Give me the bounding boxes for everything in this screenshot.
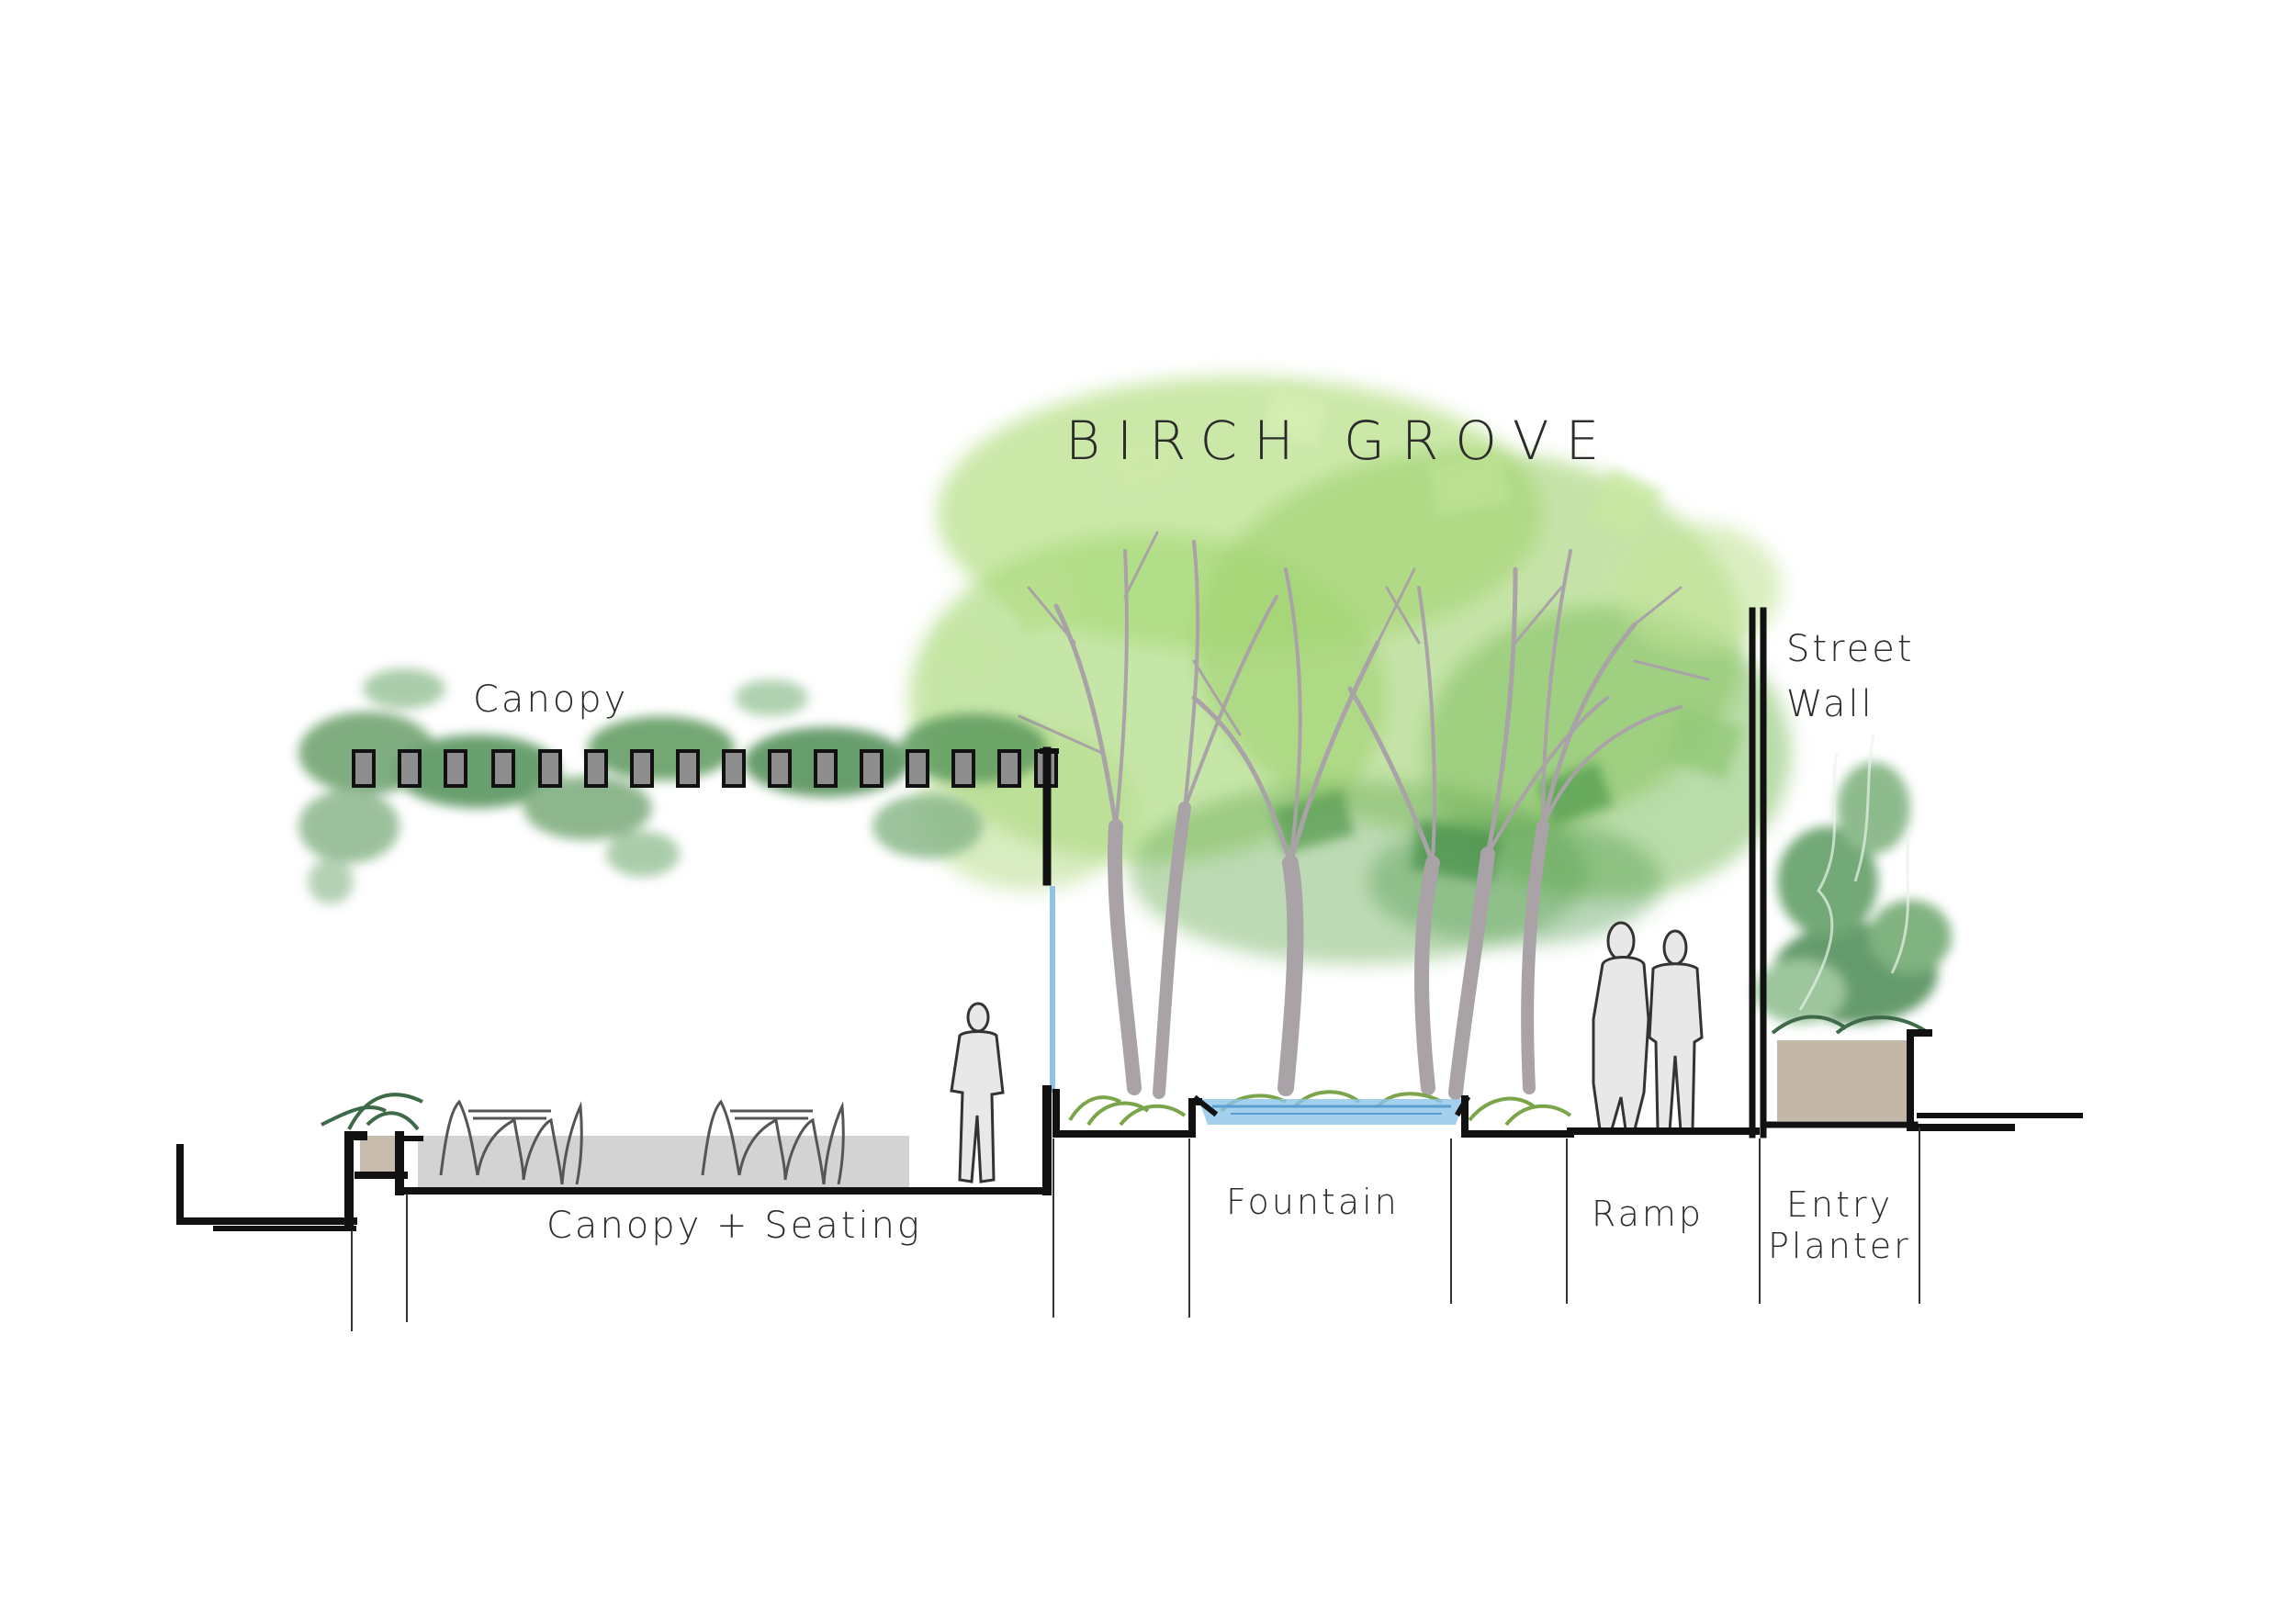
dimension-lines [351,1127,1920,1331]
section-cut-lines [176,607,2083,1231]
entry-planter-label-line1: Entry [1786,1184,1893,1225]
water-curtain [1050,886,1055,1093]
left-planter [321,1093,423,1172]
fountain-label: Fountain [1226,1182,1400,1222]
person-man [1648,929,1704,1133]
table-chair-set-2 [701,1099,845,1185]
entry-planter-label-line2: Planter [1768,1226,1911,1266]
birch-trees [1018,531,1710,1100]
person-woman [1592,921,1650,1131]
birch-grove-label: BIRCH GROVE [1065,409,1615,472]
table-chair-set-1 [439,1099,583,1185]
street-wall-label-line2: Wall [1786,683,1874,725]
person-standing [950,1002,1005,1183]
seating-bench [418,1136,909,1191]
entry-planter-shrub [1754,734,1952,1121]
canopy-seating-label: Canopy + Seating [546,1205,922,1247]
fountain-water [1199,1099,1465,1125]
ramp-label: Ramp [1592,1194,1704,1234]
street-wall-label-line1: Street [1786,628,1915,670]
canopy-label: Canopy [473,679,628,721]
